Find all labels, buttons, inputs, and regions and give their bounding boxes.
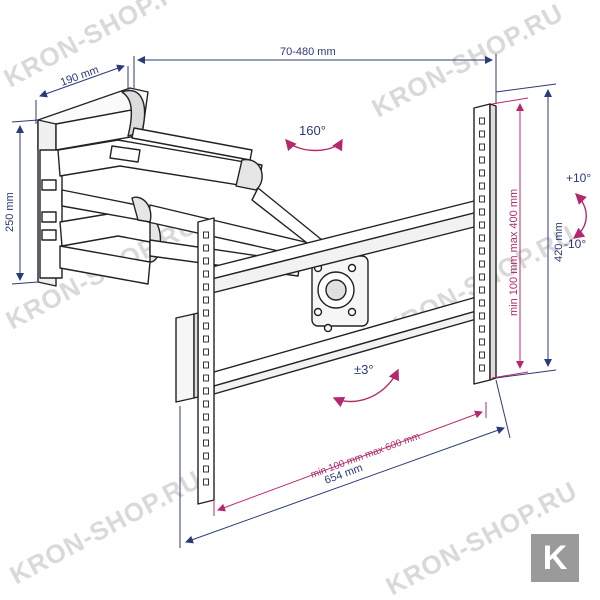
- rail-hole: [479, 364, 485, 372]
- rail-hole: [479, 156, 485, 164]
- rail-hole: [203, 465, 209, 473]
- rail-hole: [203, 244, 209, 252]
- rail-hole: [203, 400, 209, 408]
- rail-hole: [479, 286, 485, 294]
- rail-hole: [479, 338, 485, 346]
- vesa-horizontal-label: min 100 mm max 600 mm: [309, 431, 421, 481]
- rail-hole: [203, 231, 209, 239]
- rail-hole: [479, 351, 485, 359]
- wall-bracket-illustration: [37, 87, 497, 505]
- rail-hole: [203, 348, 209, 356]
- brand-logo: K: [531, 534, 579, 582]
- vesa-vertical-label: min 100 mm max 400 mm: [508, 189, 520, 316]
- tilt-up-label: +10°: [566, 171, 591, 185]
- upper-arm: [57, 127, 263, 191]
- rail-hole: [203, 478, 209, 486]
- extension-label: 70-480 mm: [280, 46, 336, 58]
- rotate-angle-label: ±3°: [354, 362, 374, 377]
- rail-hole: [203, 413, 209, 421]
- rail-hole: [203, 283, 209, 291]
- rail-hole: [479, 325, 485, 333]
- rail-hole: [203, 426, 209, 434]
- rail-hole: [479, 208, 485, 216]
- rail-hole: [479, 234, 485, 242]
- rail-hole: [203, 452, 209, 460]
- watermark-text: KRON-SHOP.RU: [5, 464, 207, 590]
- rail-hole: [479, 195, 485, 203]
- rail-hole: [479, 273, 485, 281]
- watermark-text: KRON-SHOP.RU: [367, 0, 569, 123]
- rail-hole: [203, 257, 209, 265]
- rail-hole: [479, 247, 485, 255]
- vesa-lines: [213, 97, 587, 516]
- rail-hole: [203, 296, 209, 304]
- rail-hole: [203, 387, 209, 395]
- rail-hole: [479, 221, 485, 229]
- rail-holes: [203, 117, 485, 486]
- rail-hole: [203, 361, 209, 369]
- rail-hole: [479, 260, 485, 268]
- rail-hole: [203, 335, 209, 343]
- rail-hole: [479, 182, 485, 190]
- rail-hole: [203, 270, 209, 278]
- depth-label: 190 mm: [59, 64, 100, 89]
- rail-hole: [479, 143, 485, 151]
- right-vertical-rail: [473, 103, 497, 385]
- rail-hole: [479, 169, 485, 177]
- rail-hole: [479, 299, 485, 307]
- rail-hole: [479, 130, 485, 138]
- watermark-text: KRON-SHOP.RU: [0, 0, 200, 93]
- rail-hole: [203, 439, 209, 447]
- rail-hole: [479, 312, 485, 320]
- panel-height-label: 420 mm: [553, 222, 565, 262]
- rail-hole: [203, 322, 209, 330]
- horizontal-crossbars: [199, 199, 481, 395]
- rail-hole: [203, 309, 209, 317]
- wall-plate-height-label: 250 mm: [4, 192, 16, 232]
- tilt-down-label: -10°: [564, 237, 586, 251]
- swivel-angle-label: 160°: [299, 123, 326, 138]
- rail-hole: [479, 117, 485, 125]
- dimension-lines: [11, 54, 557, 548]
- rail-hole: [203, 374, 209, 382]
